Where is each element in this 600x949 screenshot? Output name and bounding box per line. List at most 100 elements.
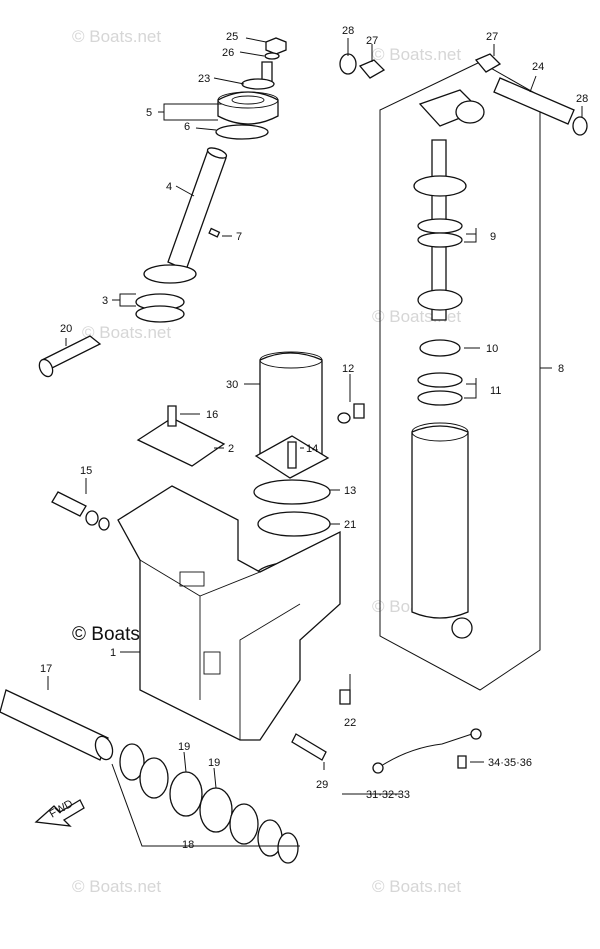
part-22-bolt: [339, 689, 351, 705]
part-15-valve: [51, 491, 87, 517]
part-27-bushing-a: [358, 59, 386, 79]
callout-10: 10: [486, 343, 498, 355]
plate-group: [136, 405, 226, 467]
part-30-reservoir-top: [259, 351, 323, 369]
part-1-housing: [117, 485, 341, 741]
part-5-cap-top: [217, 91, 279, 109]
part-27-bushing-b: [474, 53, 502, 73]
callout-28: 28: [342, 25, 354, 37]
part-15-group: [51, 491, 110, 531]
watermark: © Boats.net: [72, 27, 161, 46]
part-18-ring: [277, 832, 299, 864]
part-3-piston: [143, 264, 197, 284]
part-23-flange: [241, 78, 275, 90]
part-18-ring: [229, 803, 259, 845]
part-26-washer: [264, 52, 280, 60]
callout-22: 22: [344, 717, 356, 729]
part-14-screw: [287, 441, 297, 469]
part-15-washer-b: [98, 517, 110, 531]
callout-20: 20: [60, 323, 72, 335]
part-19-ring: [169, 771, 203, 817]
callout-31-32-33: 31·32·33: [366, 789, 410, 801]
callout-2: 2: [228, 443, 234, 455]
callout-19: 19: [208, 757, 220, 769]
part-18-ring: [119, 743, 145, 781]
callout-17: 17: [40, 663, 52, 675]
callout-1: 1: [110, 647, 116, 659]
callout-30: 30: [226, 379, 238, 391]
part-29-bolt: [291, 733, 327, 761]
watermark: © Boats.net: [372, 45, 461, 64]
callout-15: 15: [80, 465, 92, 477]
callout-34-35-36: 34·35·36: [488, 757, 532, 769]
callout-6: 6: [184, 121, 190, 133]
callout-labels: 25 26 23 5 6 4 7 3 20 30 12 16 14 2 15 1…: [40, 25, 588, 851]
callout-16: 16: [206, 409, 218, 421]
fwd-arrow-icon: FWD: [34, 798, 85, 827]
callout-25: 25: [226, 31, 238, 43]
callout-13: 13: [344, 485, 356, 497]
shaft-group: [339, 53, 588, 136]
part-1-housing-detail: [179, 571, 205, 587]
valve-stack: [135, 37, 287, 323]
part-12-o-ring: [337, 412, 351, 424]
part-24-shaft: [493, 77, 575, 125]
part-1-housing-edge: [239, 603, 301, 740]
part-5-cap-inner: [231, 95, 265, 105]
part-9-o-ring-b: [417, 232, 463, 248]
callout-11: 11: [490, 385, 501, 397]
part-17-shaft-end: [94, 735, 114, 761]
part-28-snap-ring-b: [572, 116, 588, 136]
callout-8: 8: [558, 363, 564, 375]
part-4-tube-end: [206, 147, 228, 159]
watermark: © Boats.net: [82, 323, 171, 342]
callout-14: 14: [306, 443, 318, 455]
hardware-group: [291, 689, 482, 774]
part-10-seal: [419, 339, 461, 357]
part-25-nut: [265, 37, 287, 55]
part-20-group: [38, 335, 102, 378]
part-8-piston: [417, 289, 463, 311]
part-8-cylinder-body: [411, 425, 469, 619]
callout-21: 21: [344, 519, 356, 531]
part-7-pin: [208, 227, 221, 238]
callout-28: 28: [576, 93, 588, 105]
part-12-plug: [353, 403, 365, 419]
callout-12: 12: [342, 363, 354, 375]
bottom-left-shaft-group: [0, 689, 299, 864]
callout-7: 7: [236, 231, 242, 243]
part-31-terminal: [372, 762, 384, 774]
callout-23: 23: [198, 73, 210, 85]
part-3-ring-b: [135, 305, 185, 323]
part-28-snap-ring-a: [339, 53, 357, 75]
callout-27: 27: [486, 31, 498, 43]
part-16-bolt: [167, 405, 177, 427]
part-8-cylinder-box: [379, 61, 541, 691]
watermark: © Boats.net: [372, 877, 461, 896]
part-34-bolt: [457, 755, 467, 769]
callout-3: 3: [102, 295, 108, 307]
part-20-valve-end: [38, 358, 54, 378]
callout-26: 26: [222, 47, 234, 59]
part-18-ring: [139, 757, 169, 799]
part-15-washer-a: [85, 510, 99, 526]
part-11-o-ring-b: [417, 390, 463, 406]
callout-29: 29: [316, 779, 328, 791]
part-11-o-ring-a: [417, 372, 463, 388]
callout-5: 5: [146, 107, 152, 119]
leader-lines: [47, 37, 583, 847]
part-31-terminal: [470, 728, 482, 740]
part-8-cylinder-eye: [451, 617, 473, 639]
watermark: © Boats.net: [72, 877, 161, 896]
callout-4: 4: [166, 181, 172, 193]
part-8-rod-end-eye: [455, 100, 485, 124]
part-8-cylinder-top: [411, 422, 469, 442]
part-1-housing-detail: [203, 651, 221, 675]
part-13-o-ring: [253, 479, 331, 505]
reservoir-group: [253, 351, 365, 591]
part-17-shaft: [0, 689, 109, 761]
part-2-plate: [136, 417, 226, 467]
part-9-o-ring-a: [417, 218, 463, 234]
part-31-wire: [377, 733, 473, 769]
